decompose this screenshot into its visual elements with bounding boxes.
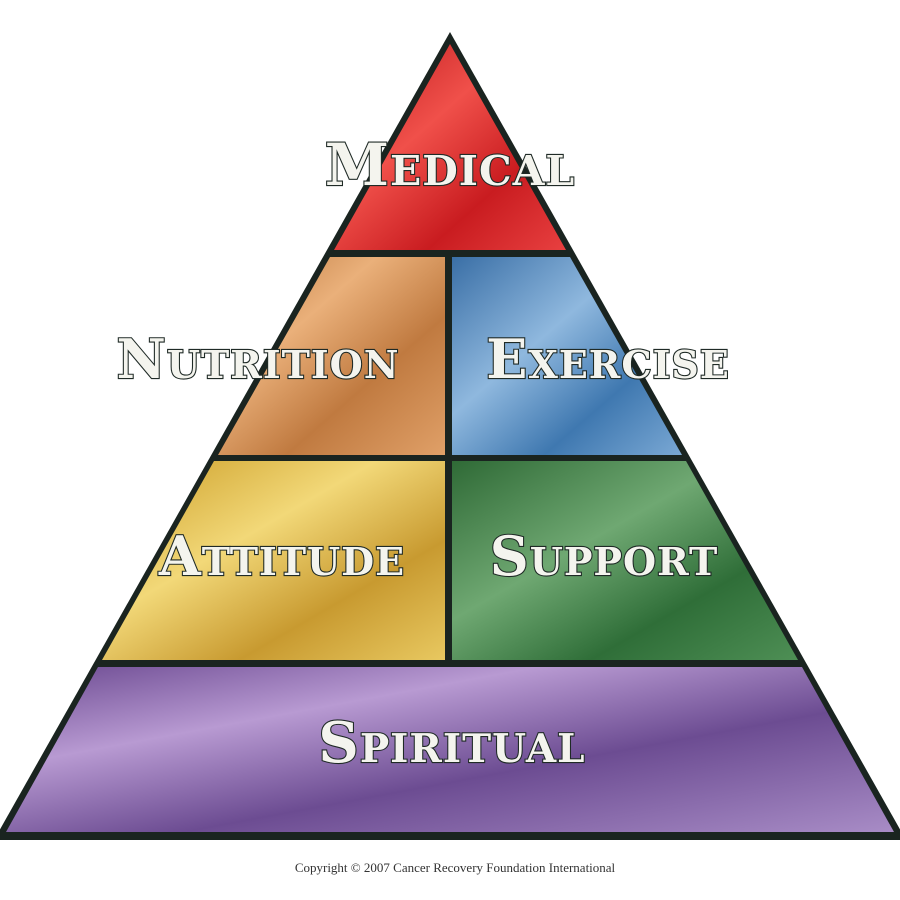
label-exercise: Exercise bbox=[486, 327, 730, 391]
tier-support bbox=[452, 461, 798, 660]
tier-spiritual bbox=[6, 667, 894, 832]
copyright-text: Copyright © 2007 Cancer Recovery Foundat… bbox=[295, 860, 616, 875]
label-nutrition: Nutrition bbox=[116, 327, 399, 391]
label-spiritual: Spiritual bbox=[318, 710, 585, 776]
tier-nutrition bbox=[218, 257, 445, 455]
label-support: Support bbox=[490, 524, 719, 588]
tier-attitude bbox=[102, 461, 445, 660]
tier-medical bbox=[334, 44, 566, 250]
label-medical: Medical bbox=[325, 131, 575, 199]
label-attitude: Attitude bbox=[158, 524, 405, 588]
tier-exercise bbox=[452, 257, 682, 455]
